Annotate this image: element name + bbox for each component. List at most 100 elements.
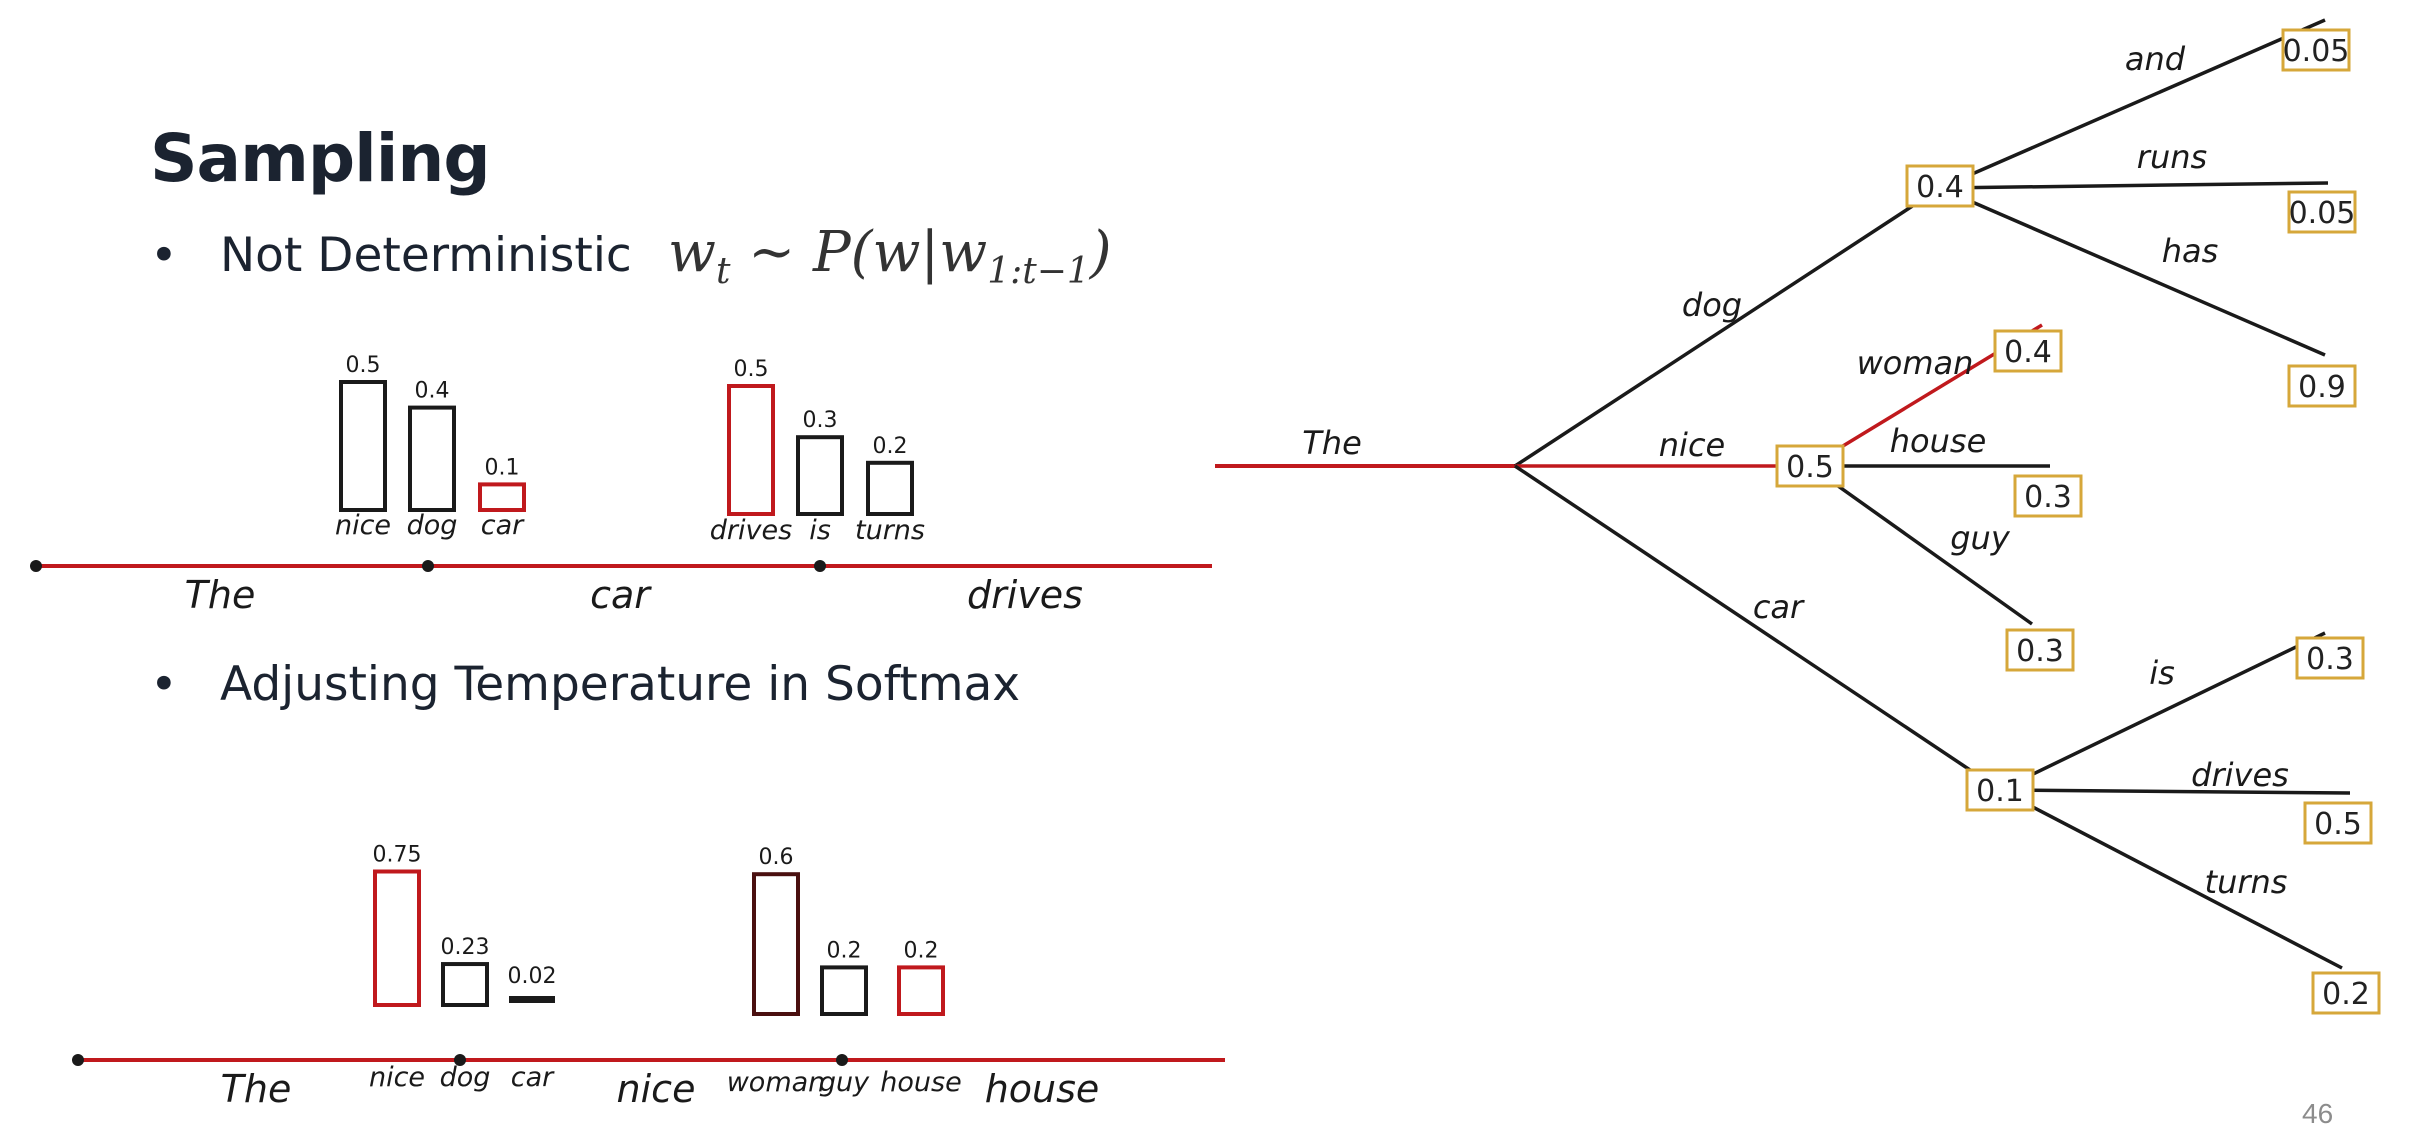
tree-edge-car: [1514, 464, 2001, 792]
tree-prob-box: [2281, 28, 2351, 72]
tree-prob: 0.4: [1916, 170, 1964, 205]
bar-word: nice: [335, 510, 391, 541]
bullet-text: Adjusting Temperature in Softmax: [220, 657, 1021, 712]
tree-prob-box: [1905, 164, 1975, 208]
page-number: 46: [2302, 1098, 2334, 1129]
tree-edge-word: dog: [1682, 286, 1742, 324]
tree-edge-dog: [1514, 186, 1941, 468]
tree-prob: 0.5: [1786, 450, 1834, 485]
formula-t: t: [715, 251, 731, 293]
tree-root-word: The: [1302, 424, 1362, 462]
timeline-step-dot: [72, 1054, 84, 1066]
tree-prob: 0.05: [2289, 196, 2356, 231]
timeline-step-dot: [30, 560, 42, 572]
bar-word: house: [880, 1067, 961, 1098]
formula-range: 1:t−1: [987, 251, 1090, 293]
bullet-text: Not Deterministic: [220, 228, 632, 283]
prob-value: 0.5: [734, 357, 769, 382]
timeline-word: nice: [617, 1067, 696, 1111]
formula-p: P: [812, 220, 851, 285]
bar-word: turns: [855, 515, 925, 546]
prob-value: 0.2: [904, 938, 939, 963]
formula-inner: (w|w: [850, 220, 988, 285]
tree-edge-runs: [1939, 181, 2329, 190]
tree-prob-box: [2303, 801, 2373, 845]
tree-prob: 0.9: [2298, 370, 2346, 405]
prob-bar: [373, 869, 421, 1007]
tree-prob: 0.2: [2322, 977, 2370, 1012]
tree-prob: 0.5: [2314, 807, 2362, 842]
prob-value: 0.23: [441, 935, 490, 960]
tree-edge-word: nice: [1659, 426, 1725, 464]
prob-value: 0.5: [346, 353, 381, 378]
timeline-word: house: [985, 1067, 1100, 1111]
tree-prob: 0.1: [1976, 774, 2024, 809]
tree-edge-word: car: [1753, 588, 1805, 626]
bar-word: car: [511, 1062, 555, 1093]
tree-edge-word: guy: [1950, 519, 2011, 557]
slide-title: Sampling: [150, 120, 491, 197]
tree-edge-word: has: [2162, 232, 2219, 270]
bullet-temperature: • Adjusting Temperature in Softmax: [150, 657, 1020, 712]
bar-word: drives: [710, 515, 792, 546]
bar-word: nice: [369, 1062, 425, 1093]
tree-edge-word: drives: [2191, 756, 2289, 794]
prob-bar: [339, 380, 387, 512]
prob-value: 0.02: [508, 964, 557, 989]
timeline-word: drives: [967, 573, 1083, 617]
tree-edge-drives: [1999, 788, 2351, 795]
tree-edge-guy: [1808, 464, 2034, 626]
prob-bar: [478, 482, 526, 512]
timeline-word: The: [185, 573, 256, 617]
prob-value: 0.6: [759, 845, 794, 870]
prob-bar: [897, 965, 945, 1017]
tree-prob-box: [1965, 768, 2035, 812]
tree-prob: 0.3: [2016, 634, 2064, 669]
tree-edge-word: house: [1890, 422, 1987, 460]
tree-prob-box: [2287, 190, 2357, 234]
tree-prob-box: [2295, 636, 2365, 680]
prob-bar: [408, 405, 456, 513]
bar-word: car: [481, 510, 525, 541]
bullet-glyph: •: [150, 228, 178, 283]
prob-value: 0.75: [373, 843, 422, 868]
prob-bar: [441, 962, 489, 1007]
timeline-step-dot: [422, 560, 434, 572]
prob-value: 0.1: [485, 455, 520, 480]
tree-prob-box: [1775, 444, 1845, 488]
tree-prob: 0.3: [2306, 642, 2354, 677]
timeline-word: The: [221, 1067, 292, 1111]
timeline-step-dot: [836, 1054, 848, 1066]
bullet-glyph: •: [150, 657, 178, 712]
formula-sim: ~: [730, 220, 813, 285]
tree-edge-word: turns: [2205, 863, 2288, 901]
tree-prob: 0.4: [2004, 335, 2052, 370]
bar-word: guy: [819, 1067, 870, 1098]
tree-edge-word: runs: [2137, 138, 2207, 176]
tree-edge-word: and: [2125, 40, 2186, 78]
prob-value: 0.3: [803, 408, 838, 433]
prob-bar: [509, 996, 555, 1003]
tree-edge-and: [1939, 18, 2326, 190]
tree-edge-word: woman: [1857, 344, 1974, 382]
tree-edge-is: [1999, 631, 2326, 792]
prob-value: 0.4: [415, 379, 450, 404]
prob-bar: [727, 384, 775, 516]
prob-bar: [752, 872, 800, 1017]
formula-close: ): [1089, 220, 1112, 285]
prob-bar: [820, 965, 868, 1017]
bar-word: dog: [407, 510, 458, 541]
tree-edge-word: is: [2149, 654, 2175, 692]
sampling-formula: wt ~ P(w|w1:t−1): [668, 220, 1112, 292]
bullet-not-deterministic: • Not Deterministic: [150, 228, 632, 283]
tree-prob-box: [1993, 329, 2063, 373]
tree-prob-box: [2287, 364, 2357, 408]
bar-word: is: [809, 515, 831, 546]
tree-edge-turns: [1999, 788, 2343, 970]
bar-word: dog: [440, 1062, 491, 1093]
prob-bar: [796, 435, 844, 517]
timeline-step-dot: [814, 560, 826, 572]
tree-edge-has: [1939, 186, 2326, 357]
tree-prob-box: [2005, 628, 2075, 672]
